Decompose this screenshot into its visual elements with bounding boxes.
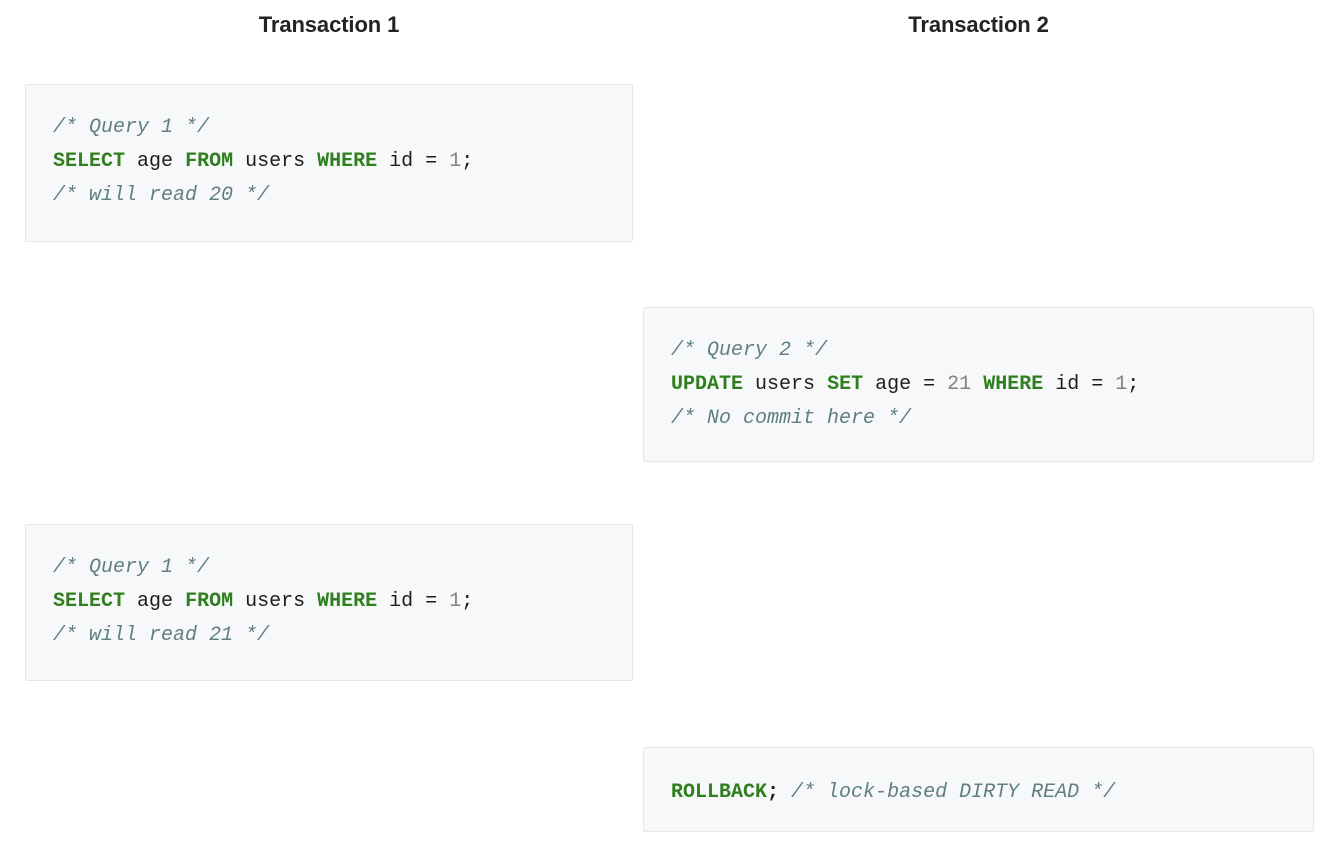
code-token-comment: /* Query 1 */: [53, 116, 210, 139]
code-token-keyword: WHERE: [983, 373, 1044, 396]
code-token-keyword: SELECT: [53, 590, 126, 613]
code-token-keyword: FROM: [185, 150, 234, 173]
code-line: /* will read 21 */: [53, 619, 632, 653]
code-token-plain: [1103, 373, 1115, 396]
code-token-comment: /* Query 2 */: [671, 339, 828, 362]
code-token-plain: [125, 150, 137, 173]
code-token-keyword: ROLLBACK: [671, 781, 768, 804]
code-token-plain: [911, 373, 923, 396]
code-token-plain: [815, 373, 827, 396]
code-token-operator: =: [425, 590, 438, 613]
code-token-plain: [413, 590, 425, 613]
code-token-plain: [305, 590, 317, 613]
code-token-keyword: WHERE: [317, 150, 378, 173]
code-token-plain: [779, 781, 791, 804]
code-token-ident: age: [875, 373, 912, 396]
code-line: SELECT age FROM users WHERE id = 1;: [53, 145, 632, 179]
code-token-comment: /* Query 1 */: [53, 556, 210, 579]
code-text: /* Query 1 */ SELECT age FROM users WHERE…: [53, 551, 632, 653]
code-token-comment: /* will read 20 */: [53, 184, 270, 207]
code-line: /* Query 2 */: [671, 334, 1313, 368]
code-token-number: 1: [1115, 373, 1128, 396]
code-token-ident: id: [389, 150, 414, 173]
column-header-transaction-2: Transaction 2: [908, 12, 1049, 37]
code-token-plain: [233, 150, 245, 173]
code-token-ident: users: [245, 150, 306, 173]
code-token-plain: [1043, 373, 1055, 396]
code-token-keyword: SELECT: [53, 150, 126, 173]
code-token-ident: id: [389, 590, 414, 613]
code-token-punct: ;: [1127, 373, 1140, 396]
code-token-plain: [863, 373, 875, 396]
code-token-ident: users: [245, 590, 306, 613]
code-token-operator: =: [425, 150, 438, 173]
code-token-plain: [437, 150, 449, 173]
code-token-ident: id: [1055, 373, 1080, 396]
code-token-ident: users: [755, 373, 816, 396]
code-token-plain: [125, 590, 137, 613]
code-token-number: 1: [449, 150, 462, 173]
code-block-t2-rollback: ROLLBACK; /* lock-based DIRTY READ */: [643, 747, 1314, 832]
code-line: /* No commit here */: [671, 402, 1313, 436]
code-token-number: 21: [947, 373, 972, 396]
code-line: ROLLBACK; /* lock-based DIRTY READ */: [671, 776, 1313, 810]
code-token-punct: ;: [461, 590, 474, 613]
code-token-plain: [305, 150, 317, 173]
code-token-plain: [935, 373, 947, 396]
code-token-plain: [173, 150, 185, 173]
code-token-operator: =: [923, 373, 936, 396]
code-token-comment: /* No commit here */: [671, 407, 912, 430]
code-block-t1-query-1-read-21: /* Query 1 */ SELECT age FROM users WHERE…: [25, 524, 633, 681]
code-token-keyword: UPDATE: [671, 373, 744, 396]
code-token-punct-bold: ;: [767, 781, 780, 804]
column-header-transaction-1: Transaction 1: [258, 12, 400, 37]
code-line: /* Query 1 */: [53, 111, 632, 145]
code-text: ROLLBACK; /* lock-based DIRTY READ */: [671, 776, 1313, 810]
code-line: /* Query 1 */: [53, 551, 632, 585]
code-block-t2-query-2-update: /* Query 2 */ UPDATE users SET age = 21 W…: [643, 307, 1314, 462]
code-token-comment: /* will read 21 */: [53, 624, 270, 647]
code-token-plain: [743, 373, 755, 396]
code-token-ident: age: [137, 150, 174, 173]
code-line: /* will read 20 */: [53, 179, 632, 213]
code-token-plain: [437, 590, 449, 613]
code-token-keyword: WHERE: [317, 590, 378, 613]
code-token-plain: [1079, 373, 1091, 396]
code-text: /* Query 2 */ UPDATE users SET age = 21 W…: [671, 334, 1313, 436]
code-token-plain: [173, 590, 185, 613]
code-token-punct: ;: [461, 150, 474, 173]
code-token-plain: [377, 590, 389, 613]
code-token-keyword: FROM: [185, 590, 234, 613]
code-text: /* Query 1 */ SELECT age FROM users WHERE…: [53, 111, 632, 213]
code-token-keyword: SET: [827, 373, 864, 396]
code-token-plain: [971, 373, 983, 396]
code-line: SELECT age FROM users WHERE id = 1;: [53, 585, 632, 619]
code-token-operator: =: [1091, 373, 1104, 396]
code-block-t1-query-1-read-20: /* Query 1 */ SELECT age FROM users WHERE…: [25, 84, 633, 242]
code-token-ident: age: [137, 590, 174, 613]
code-token-comment: /* lock-based DIRTY READ */: [791, 781, 1116, 804]
code-token-plain: [377, 150, 389, 173]
code-token-plain: [413, 150, 425, 173]
code-line: UPDATE users SET age = 21 WHERE id = 1;: [671, 368, 1313, 402]
code-token-plain: [233, 590, 245, 613]
code-token-number: 1: [449, 590, 462, 613]
